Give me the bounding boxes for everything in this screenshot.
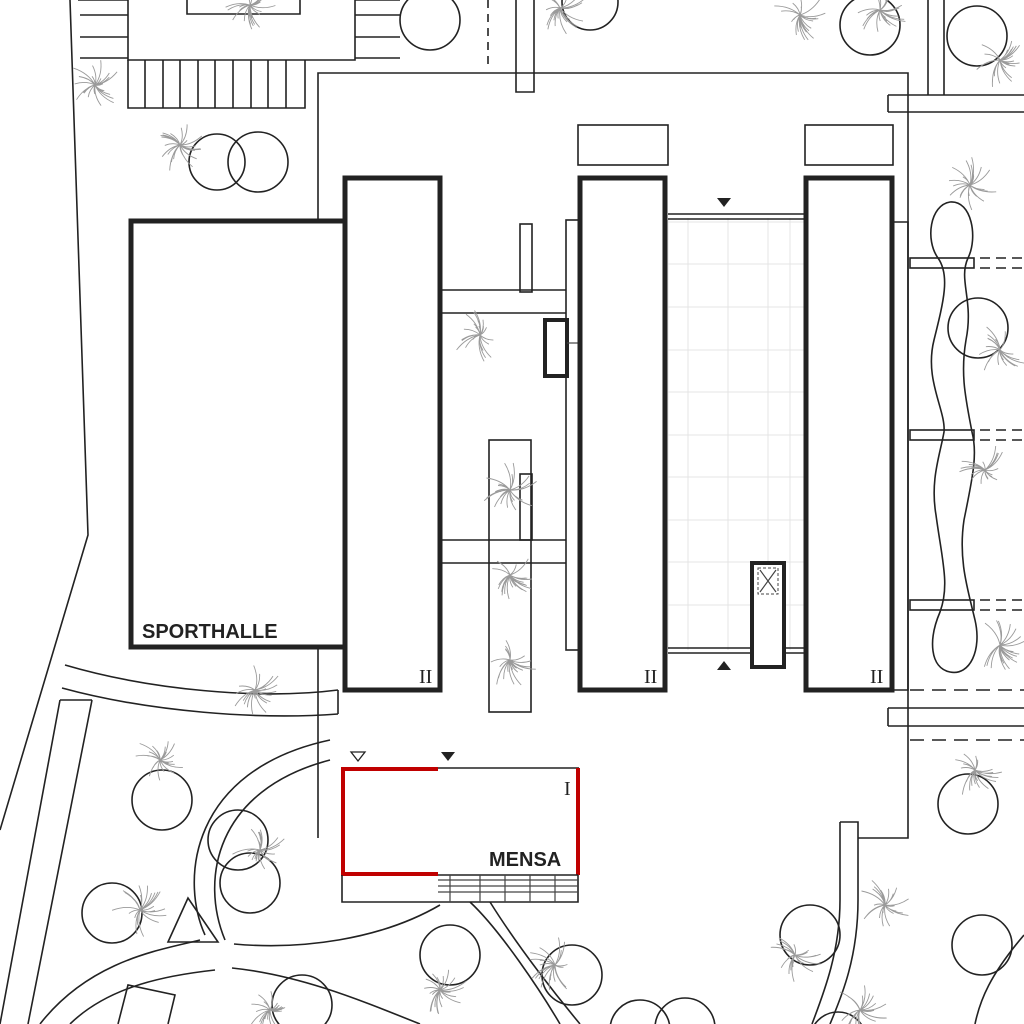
building-2 bbox=[577, 175, 668, 693]
storey-label-mensa: I bbox=[564, 778, 571, 800]
tree-icon bbox=[654, 997, 716, 1024]
tree-icons bbox=[81, 0, 1013, 1024]
shrub-icon bbox=[73, 60, 118, 106]
shrub-icon bbox=[959, 445, 1003, 484]
tree-icon bbox=[188, 133, 246, 191]
tree-icon bbox=[947, 297, 1009, 359]
shrub-icon bbox=[225, 0, 276, 30]
tree-icon bbox=[219, 852, 281, 914]
entrance-markers bbox=[349, 198, 731, 763]
tree-icon bbox=[419, 924, 481, 986]
shrub-icon bbox=[529, 937, 568, 990]
shrub-icon bbox=[160, 124, 203, 171]
shrub-icon bbox=[456, 310, 494, 362]
tree-icon bbox=[81, 882, 143, 944]
shrub-icon bbox=[978, 326, 1024, 371]
shrub-icon bbox=[955, 753, 1003, 795]
tree-icon bbox=[779, 904, 841, 966]
storey-label-building-1: II bbox=[419, 666, 432, 688]
tree-icon bbox=[839, 0, 901, 56]
secondary-entrance-triangle-icon bbox=[349, 751, 367, 763]
sporthalle-label: SPORTHALLE bbox=[142, 621, 278, 643]
storey-label-building-3: II bbox=[870, 666, 883, 688]
labels: SPORTHALLE MENSA II II II I bbox=[142, 621, 883, 871]
tree-icon bbox=[541, 944, 603, 1006]
landscape-pools bbox=[892, 201, 1024, 691]
tree-icon bbox=[561, 0, 619, 31]
shrub-icon bbox=[234, 665, 279, 716]
shrub-icon bbox=[861, 880, 909, 927]
tree-icon bbox=[399, 0, 461, 51]
shrub-icon bbox=[770, 937, 821, 982]
shrub-icons bbox=[73, 0, 1024, 1024]
shrub-icon bbox=[948, 157, 997, 211]
mensa-building bbox=[341, 767, 580, 903]
shrub-icon bbox=[111, 885, 167, 937]
mensa-label: MENSA bbox=[489, 849, 561, 871]
tree-icon bbox=[951, 914, 1013, 976]
entrance-triangle-icon bbox=[717, 198, 731, 207]
entrance-triangle-icon bbox=[717, 661, 731, 670]
shrub-icon bbox=[232, 828, 285, 870]
shrub-icon bbox=[490, 640, 536, 686]
tree-icon bbox=[946, 5, 1008, 67]
shrub-icon bbox=[424, 969, 467, 1015]
tree-icon bbox=[227, 131, 289, 193]
tree-icon bbox=[937, 773, 999, 835]
shrub-icon bbox=[857, 0, 906, 32]
building-3 bbox=[803, 175, 895, 693]
shrub-icon bbox=[483, 462, 537, 511]
tree-icon bbox=[609, 999, 671, 1024]
sporthalle-building bbox=[128, 218, 349, 650]
buildings bbox=[128, 175, 895, 693]
north-building bbox=[80, 0, 400, 109]
shrub-icon bbox=[545, 0, 584, 35]
tree-icon bbox=[131, 769, 193, 831]
shrub-icon bbox=[492, 558, 532, 600]
storey-label-building-2: II bbox=[644, 666, 657, 688]
shrub-icon bbox=[250, 991, 286, 1024]
shrub-icon bbox=[983, 620, 1024, 670]
building-1 bbox=[342, 175, 443, 693]
entrance-triangle-icon bbox=[441, 752, 455, 761]
shrub-icon bbox=[135, 741, 183, 781]
tree-icon bbox=[207, 809, 269, 871]
shrub-icon bbox=[774, 0, 826, 41]
shrub-icon bbox=[976, 40, 1020, 87]
tree-icon bbox=[814, 1011, 862, 1024]
tree-icon bbox=[271, 974, 333, 1024]
shrub-icon bbox=[839, 985, 887, 1024]
